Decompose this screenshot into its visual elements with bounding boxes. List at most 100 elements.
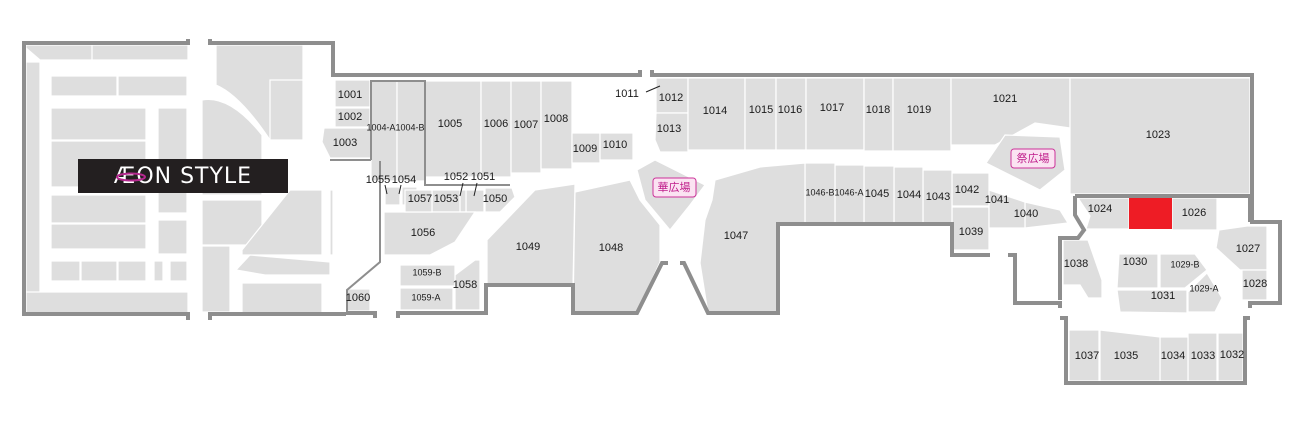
shop-unit-1018[interactable] <box>863 77 894 152</box>
shop-unit-1013[interactable] <box>654 112 689 153</box>
unit-label: 1040 <box>1014 208 1038 220</box>
store-block <box>117 75 188 97</box>
shop-unit-1014[interactable] <box>687 77 746 151</box>
store-block <box>50 194 147 224</box>
unit-label: 1011 <box>615 88 639 100</box>
shop-unit-1004-B[interactable] <box>396 80 426 182</box>
unit-label: 1006 <box>484 118 508 130</box>
unit-label: 1059-B <box>412 267 441 277</box>
shop-unit-1029-A[interactable] <box>1187 272 1223 313</box>
unit-label: 1005 <box>438 118 462 130</box>
shop-unit-1028[interactable] <box>1241 269 1268 301</box>
unit-label: 1014 <box>703 105 727 117</box>
shop-unit-1059-A[interactable] <box>399 287 454 311</box>
shop-unit-1003[interactable] <box>321 127 372 159</box>
unit-label: 1031 <box>1151 290 1175 302</box>
shop-unit-1006[interactable] <box>480 80 512 178</box>
unit-label: 1029-A <box>1189 283 1218 293</box>
shop-unit-1041[interactable] <box>988 189 1026 229</box>
unit-label: 1046-B <box>805 187 834 197</box>
shop-unit-1049[interactable] <box>486 183 576 286</box>
aeon-style-logo-text: ÆON STYLE <box>114 164 252 189</box>
unit-label: 1053 <box>434 193 458 205</box>
store-block <box>50 75 118 97</box>
shop-unit-1043[interactable] <box>922 169 953 225</box>
shop-unit-1047[interactable] <box>699 162 806 314</box>
unit-label: 1023 <box>1146 129 1170 141</box>
unit-label: 1007 <box>514 119 538 131</box>
shop-unit-1055[interactable] <box>384 186 401 206</box>
shop-unit-1015[interactable] <box>744 77 777 151</box>
shop-unit-1046-B[interactable] <box>804 162 836 225</box>
plaza-matsuri[interactable]: 祭広場 <box>985 134 1066 191</box>
aeon-style-area[interactable]: ÆON STYLE <box>25 44 334 314</box>
store-block <box>153 260 164 282</box>
store-block <box>80 260 118 282</box>
store-block <box>201 245 231 313</box>
unit-label: 1054 <box>392 174 416 186</box>
shop-unit-1034[interactable] <box>1159 336 1189 382</box>
unit-label: 1019 <box>907 104 931 116</box>
unit-label: 1018 <box>866 104 890 116</box>
shop-unit-1001[interactable] <box>334 79 371 108</box>
plaza-badge <box>652 177 697 198</box>
unit-label: 1033 <box>1191 350 1215 362</box>
leader-line <box>473 182 478 197</box>
leader-line <box>645 85 661 93</box>
shop-unit-1046-A[interactable] <box>834 164 865 225</box>
unit-label: 1035 <box>1114 350 1138 362</box>
shop-unit-1038[interactable] <box>1062 239 1103 299</box>
shop-unit-1029-B[interactable] <box>1159 253 1208 289</box>
plaza-badge <box>1010 148 1056 169</box>
aeon-logo-swoosh-icon <box>116 172 146 182</box>
store-block <box>25 61 41 313</box>
unit-label: 1028 <box>1243 278 1267 290</box>
unit-label: 1027 <box>1236 243 1260 255</box>
unit-label: 1051 <box>471 171 495 183</box>
unit-label: 1026 <box>1182 207 1206 219</box>
unit-label: 1050 <box>483 193 507 205</box>
shop-unit-1042[interactable] <box>951 172 990 207</box>
shop-unit-1008[interactable] <box>540 80 573 170</box>
walls <box>22 39 1282 385</box>
shop-unit-1058[interactable] <box>454 259 481 311</box>
unit-label: 1010 <box>603 139 627 151</box>
plaza-label: 華広場 <box>658 181 691 194</box>
shop-unit-1050[interactable] <box>484 187 516 213</box>
unit-label: 1017 <box>820 102 844 114</box>
plaza-hana[interactable]: 華広場 <box>636 159 706 231</box>
unit-label: 1032 <box>1220 349 1244 361</box>
unit-label: 1008 <box>544 113 568 125</box>
unit-label: 1004-A <box>366 122 395 132</box>
unit-label: 1024 <box>1088 203 1112 215</box>
unit-label: 1056 <box>411 227 435 239</box>
unit-label: 1038 <box>1064 258 1088 270</box>
shop-unit-1031[interactable] <box>1116 289 1188 314</box>
store-block <box>241 189 323 256</box>
shop-unit-1032[interactable] <box>1217 332 1244 382</box>
store-block <box>50 107 147 141</box>
shop-unit-1016[interactable] <box>775 77 807 151</box>
store-block <box>117 260 147 282</box>
highlighted-shop-unit[interactable] <box>1129 198 1172 229</box>
unit-label: 1034 <box>1161 350 1185 362</box>
shop-unit-1059-B[interactable] <box>399 264 456 287</box>
shop-unit-1057[interactable] <box>404 189 433 213</box>
shop-unit-1045[interactable] <box>863 165 895 225</box>
shop-unit-1009[interactable] <box>571 132 601 164</box>
unit-label: 1049 <box>516 241 540 253</box>
shop-unit-1037[interactable] <box>1068 329 1100 382</box>
store-block <box>91 44 189 61</box>
shop-units <box>321 77 1268 382</box>
unit-label: 1045 <box>865 188 889 200</box>
unit-label: 1059-A <box>411 292 440 302</box>
unit-label: 1037 <box>1075 350 1099 362</box>
store-block <box>50 223 147 250</box>
shop-unit-1010[interactable] <box>599 132 634 161</box>
shop-unit-1030[interactable] <box>1116 253 1159 289</box>
shop-unit-1017[interactable] <box>805 77 865 151</box>
plaza-label: 祭広場 <box>1017 152 1050 165</box>
shop-unit-1056[interactable] <box>383 211 477 256</box>
unit-label: 1042 <box>955 184 979 196</box>
